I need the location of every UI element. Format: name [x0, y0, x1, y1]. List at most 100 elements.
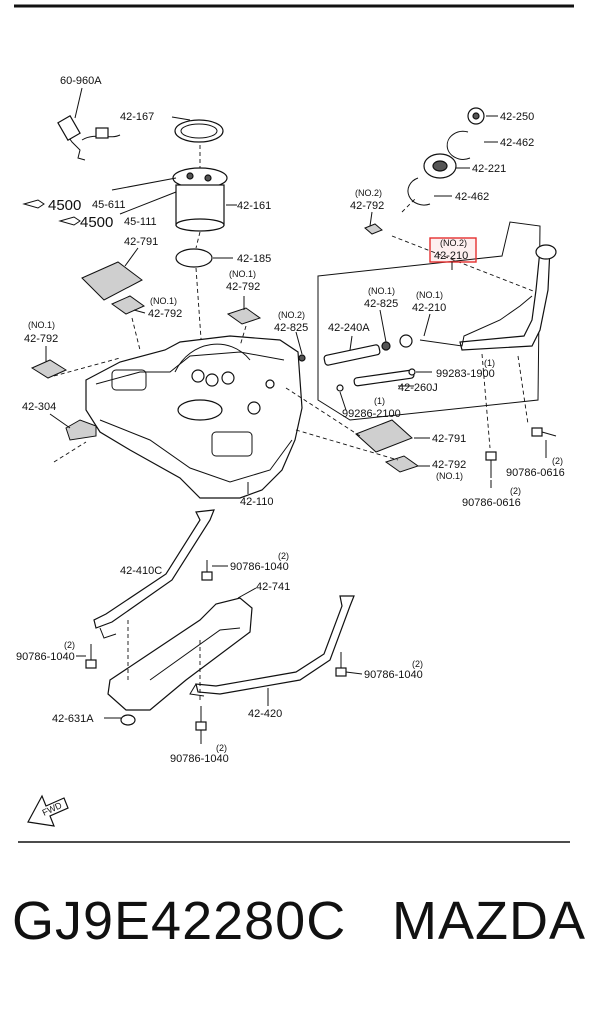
callout-42-792-c: 42-792: [24, 333, 58, 345]
dash-bolt-1: [481, 353, 491, 449]
footer: GJ9E42280C MAZDA: [0, 890, 600, 970]
callout-42-304: 42-304: [22, 401, 56, 413]
hose-clamp-42-825-no2: [298, 354, 306, 362]
tank-strap-42-420: [195, 595, 355, 695]
dash-tank-2: [53, 357, 121, 377]
callout-42-250: 42-250: [500, 111, 534, 123]
dash-bolt-2: [517, 355, 529, 425]
tank-recess-2: [211, 431, 253, 457]
pad-42-792-left: [30, 359, 68, 379]
callout-42-791-a: 42-791: [124, 236, 158, 248]
heat-shield-42-741: [107, 597, 253, 711]
filler-clip: [446, 130, 471, 160]
fuel-tank-exploded-diagram: 60-960A 42-167 4500 45-611 4500 45-111 4…: [14, 4, 574, 843]
callout-1-a: (1): [484, 358, 495, 368]
callout-4500-b: 4500: [80, 214, 113, 231]
pump-o-ring: [175, 248, 213, 268]
bolt-90786-1040-c: [335, 652, 347, 677]
strap-hook: [99, 627, 117, 639]
callout-90786-1040-a: 90786-1040: [230, 561, 289, 573]
filler-neck-mouth: [535, 244, 557, 260]
callout-no1-c: (NO.1): [28, 320, 55, 330]
filler-seal-center: [432, 160, 448, 172]
leader-42-791: [124, 247, 139, 267]
callout-42-420: 42-420: [248, 708, 282, 720]
pad-42-792-right: [384, 455, 420, 473]
leader-1040c: [345, 671, 363, 675]
clamp-left: [265, 379, 275, 389]
callout-no1-d: (NO.1): [368, 286, 395, 296]
bolt-90786-1040-b: [85, 644, 97, 669]
fuel-tank: [53, 317, 399, 499]
callout-90786-0616-b: 90786-0616: [462, 497, 521, 509]
callout-90786-1040-c: 90786-1040: [364, 669, 423, 681]
highlight-42-210-no2: [429, 237, 477, 263]
callout-60-960A: 60-960A: [60, 75, 102, 87]
callout-42-792-e: 42-792: [432, 459, 466, 471]
part-number-text: GJ9E42280C: [12, 891, 347, 951]
clamp-99283: [408, 368, 416, 376]
callout-42-221: 42-221: [472, 163, 506, 175]
callout-no2-a: (NO.2): [278, 310, 305, 320]
callout-42-462-a: 42-462: [500, 137, 534, 149]
callout-42-825-b: 42-825: [364, 298, 398, 310]
callout-42-161: 42-161: [237, 200, 271, 212]
callout-no1-b: (NO.1): [150, 296, 177, 306]
callout-no1-f: (NO.1): [436, 471, 463, 481]
leader-42-240A: [349, 335, 353, 351]
bolt-90786-1040-a: [201, 560, 213, 581]
callout-90786-0616-a: 90786-0616: [506, 467, 565, 479]
leader-42-792a: [133, 309, 146, 314]
dash-tank-3: [295, 429, 399, 461]
leader-45-111: [119, 191, 177, 215]
pad-42-792-no1: [110, 295, 146, 315]
tank-hose: [174, 343, 251, 373]
clamp-99286: [336, 384, 344, 392]
tank-recess-1: [111, 369, 147, 391]
forward-arrow-icon: [27, 794, 69, 827]
leader-42-167: [171, 116, 191, 121]
leader-42-825a: [295, 331, 303, 355]
bolt-90786-1040-d: [195, 706, 207, 731]
filler-clip-2: [407, 177, 431, 206]
callout-42-792-b: 42-792: [148, 308, 182, 320]
dash-tank-1: [53, 441, 87, 463]
reference-hand-icon: [58, 216, 81, 226]
callout-labels: 60-960A 42-167 4500 45-611 4500 45-111 4…: [16, 75, 565, 818]
callout-42-741: 42-741: [256, 581, 290, 593]
tank-valve-2: [205, 373, 219, 387]
filler-neck-pipe: [459, 247, 551, 351]
callout-42-260J: 42-260J: [398, 382, 438, 394]
callout-42-240A: 42-240A: [328, 322, 370, 334]
leader-42-304: [49, 413, 71, 429]
grommet-42-631A: [120, 714, 136, 726]
filler-pipe-joint: [399, 334, 413, 348]
reference-hand-icon: [22, 199, 45, 209]
filler-pipe-group: [265, 107, 557, 488]
callout-42-631A: 42-631A: [52, 713, 94, 725]
filler-hose-42-240A: [323, 344, 381, 366]
callout-42-410C: 42-410C: [120, 565, 162, 577]
pad-42-792-no2: [364, 223, 383, 235]
callout-no2-b: (NO.2): [440, 238, 467, 248]
callout-45-611: 45-611: [92, 199, 125, 211]
callout-2-d: (2): [64, 640, 75, 650]
leader-45-611: [111, 177, 177, 191]
pump-fitting-2: [204, 174, 212, 182]
callout-2-e: (2): [412, 659, 423, 669]
leader-42-741: [237, 587, 257, 599]
callout-99286-2100: 99286-2100: [342, 408, 401, 420]
tank-valve-4: [247, 401, 261, 415]
callout-42-791-b: 42-791: [432, 433, 466, 445]
pad-42-791-right: [355, 419, 413, 453]
callout-99283-1900: 99283-1900: [436, 368, 495, 380]
hose-clamp-42-825: [381, 341, 391, 351]
leader-42-792d: [369, 211, 373, 227]
callout-2-a: (2): [552, 456, 563, 466]
brand-text: MAZDA: [392, 891, 586, 951]
tank-lower-ridge: [99, 419, 293, 483]
dash-filler-1: [401, 197, 417, 213]
callout-no1-a: (NO.1): [229, 269, 256, 279]
lock-ring-inner: [180, 123, 218, 139]
